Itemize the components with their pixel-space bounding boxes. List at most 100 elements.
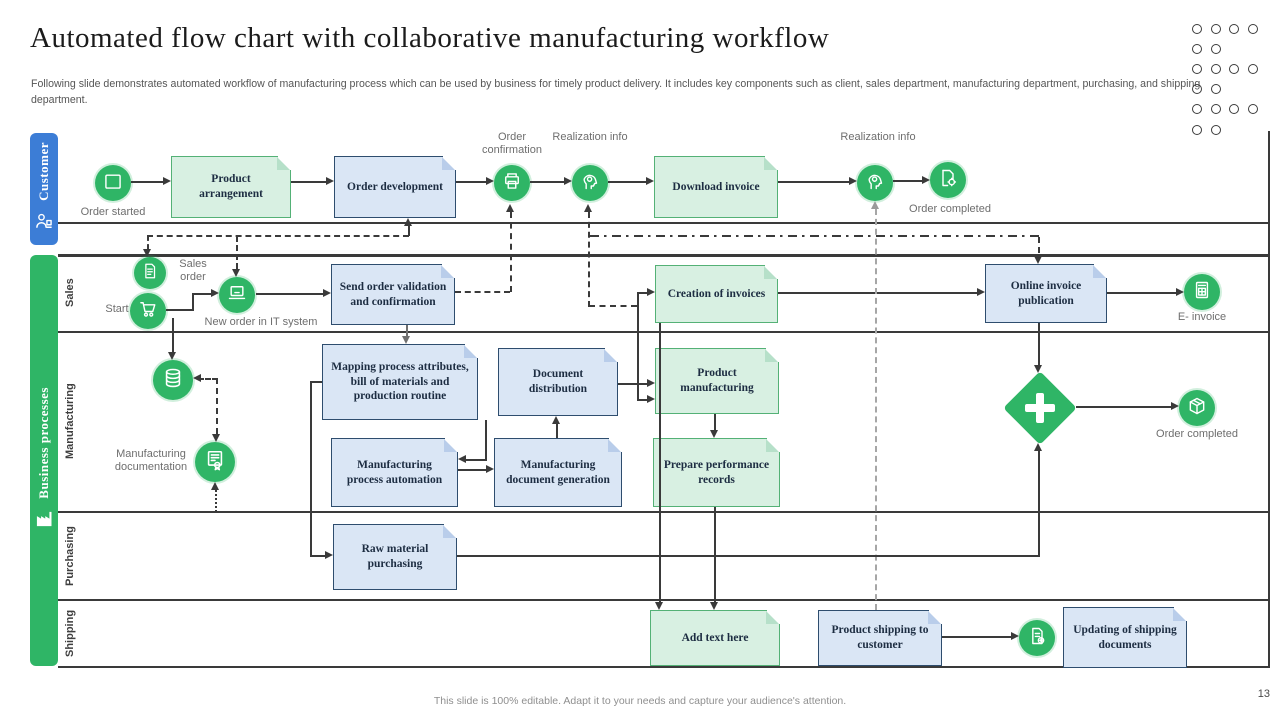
shipping-document-node[interactable] (1019, 620, 1055, 656)
connector (637, 292, 648, 294)
connector-dashed (510, 212, 512, 292)
connector (608, 181, 647, 183)
connector (291, 181, 327, 183)
database-node[interactable] (153, 360, 193, 400)
download-invoice-box[interactable]: Download invoice (654, 155, 779, 218)
order-completed-manufacturing-node[interactable] (1179, 390, 1215, 426)
order-started-node[interactable] (95, 165, 131, 201)
factory-icon (34, 509, 54, 534)
arrowhead (486, 465, 494, 473)
connector (1107, 292, 1177, 294)
connector (942, 636, 1012, 638)
realization-info-1-node[interactable] (572, 165, 608, 201)
send-order-validation-box[interactable]: Send order validation and confirmation (331, 263, 456, 325)
document-distribution-box[interactable]: Document distribution (498, 347, 619, 416)
start-node[interactable] (130, 293, 166, 329)
page-number: 13 (1257, 688, 1270, 700)
calendar-icon (103, 171, 123, 196)
sales-order-node[interactable] (134, 257, 166, 289)
order-completed-customer-node[interactable] (930, 162, 966, 198)
dot (1210, 104, 1221, 115)
connector-gray-dashed (875, 209, 877, 610)
add-text-here-box[interactable]: Add text here (650, 609, 781, 666)
connector-dashed (408, 226, 410, 236)
arrowhead (168, 352, 176, 360)
dots-decoration (1188, 21, 1280, 142)
connector-dashed (198, 378, 218, 380)
mapping-process-box[interactable]: Mapping process attributes, bill of mate… (322, 343, 479, 420)
document-gear-icon (938, 168, 958, 193)
connector (637, 399, 648, 401)
arrowhead (402, 336, 410, 344)
document-plus-icon (1027, 626, 1047, 651)
connector (457, 555, 1040, 557)
business-processes-bar[interactable]: Business processes (30, 255, 58, 666)
dot (1229, 104, 1240, 115)
arrowhead (232, 269, 240, 277)
updating-shipping-documents-box[interactable]: Updating of shipping documents (1063, 606, 1188, 668)
order-development-box[interactable]: Order development (334, 155, 457, 218)
arrowhead (647, 288, 655, 296)
prepare-performance-records-box[interactable]: Prepare performance records (653, 437, 781, 507)
connector (458, 469, 487, 471)
dot (1210, 23, 1221, 34)
connector (485, 420, 487, 461)
connector (192, 293, 194, 311)
arrowhead (323, 289, 331, 297)
arrowhead (1034, 365, 1042, 373)
realization-info-2-node[interactable] (857, 165, 893, 201)
arrowhead (211, 482, 219, 490)
connector-dashed (216, 378, 218, 434)
e-invoice-node[interactable] (1184, 274, 1220, 310)
product-manufacturing-box[interactable]: Product manufacturing (655, 347, 780, 414)
connector-dotted (215, 490, 217, 512)
connector (310, 381, 312, 557)
dot (1248, 104, 1259, 115)
arrowhead (1011, 632, 1019, 640)
connector (778, 181, 850, 183)
lane-line (1268, 131, 1270, 668)
dot (1229, 63, 1240, 74)
new-order-node[interactable] (219, 277, 255, 313)
arrowhead (646, 177, 654, 185)
caption-order-started: Order started (80, 206, 146, 218)
manufacturing-document-generation-box[interactable]: Manufacturing document generation (494, 437, 623, 507)
connector-dashdot (590, 235, 1040, 237)
dot (1192, 84, 1203, 95)
online-invoice-publication-box[interactable]: Online invoice publication (985, 263, 1108, 323)
arrowhead (1176, 288, 1184, 296)
business-processes-label: Business processes (36, 387, 51, 499)
lane-line (58, 331, 1270, 333)
connector-dashed (588, 212, 590, 307)
product-arrangement-box[interactable]: Product arrangement (171, 155, 292, 218)
manufacturing-documentation-node[interactable] (195, 442, 235, 482)
connector (406, 325, 408, 336)
product-shipping-box[interactable]: Product shipping to customer (818, 609, 943, 666)
creation-invoices-box[interactable]: Creation of invoices (655, 264, 779, 323)
connector (310, 555, 326, 557)
raw-material-purchasing-box[interactable]: Raw material purchasing (333, 523, 458, 590)
arrowhead (143, 249, 151, 257)
arrowhead (1171, 402, 1179, 410)
connector (466, 459, 487, 461)
customer-lane-bar[interactable]: Customer (30, 133, 58, 245)
connector (1038, 323, 1040, 365)
invoice-icon (1192, 280, 1212, 305)
dot (1210, 84, 1221, 95)
connector (556, 423, 558, 438)
arrowhead (977, 288, 985, 296)
dot (1248, 63, 1259, 74)
arrowhead (458, 455, 466, 463)
connector (714, 414, 716, 430)
plus-icon (1036, 393, 1044, 423)
arrowhead (564, 177, 572, 185)
arrowhead (871, 201, 879, 209)
printer-icon (502, 171, 522, 196)
connector (192, 293, 212, 295)
dot (1192, 63, 1203, 74)
laptop-icon (227, 283, 247, 308)
order-confirmation-node[interactable] (494, 165, 530, 201)
connector-dashed (236, 236, 238, 269)
manufacturing-process-automation-box[interactable]: Manufacturing process automation (331, 437, 459, 507)
